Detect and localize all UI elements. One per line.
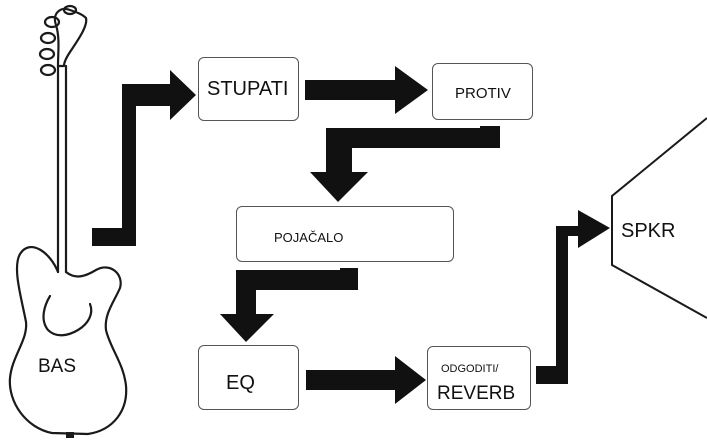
node-pojacalo: POJAČALO	[236, 206, 454, 262]
bass-guitar-icon	[8, 4, 128, 438]
node-eq: EQ	[198, 345, 299, 410]
arrow-stupati-to-protiv	[305, 66, 428, 114]
node-stupati-label: STUPATI	[207, 78, 289, 100]
speaker-label: SPKR	[621, 220, 676, 242]
node-protiv-label: PROTIV	[455, 85, 511, 102]
node-eq-label: EQ	[226, 372, 255, 394]
arrow-pojacalo-to-eq	[220, 268, 358, 342]
node-stupati: STUPATI	[198, 57, 299, 121]
arrow-delay-to-speaker	[536, 210, 610, 384]
node-delay-label: ODGODITI/	[441, 363, 499, 375]
bass-label: BAS	[38, 356, 77, 377]
arrow-bass-to-stupati	[92, 70, 196, 246]
speaker-icon	[611, 117, 707, 319]
node-pojacalo-label: POJAČALO	[274, 230, 344, 245]
arrow-protiv-to-pojacalo	[310, 126, 500, 202]
node-reverb-label: REVERB	[437, 383, 516, 404]
node-delay-reverb: ODGODITI/ REVERB	[427, 346, 531, 410]
node-protiv: PROTIV	[432, 63, 533, 120]
flow-arrows	[92, 66, 610, 404]
arrow-eq-to-delay	[306, 356, 426, 404]
